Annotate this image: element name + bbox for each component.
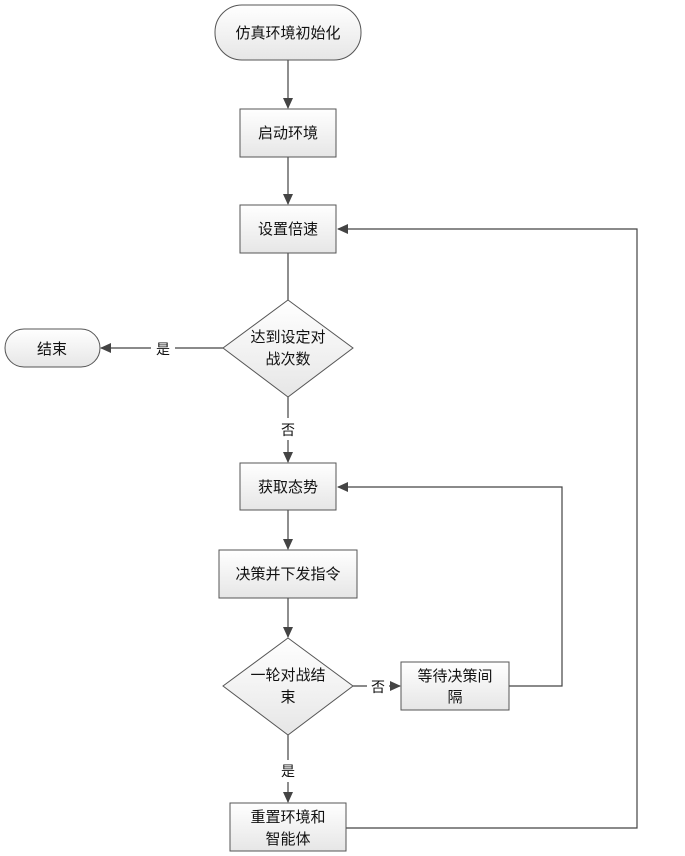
set-speed-label: 设置倍速 [258, 220, 318, 238]
reset-label-line2: 智能体 [265, 830, 310, 848]
edge-reset-to-speed [337, 224, 638, 829]
set-speed-process: 设置倍速 [239, 204, 337, 254]
round-over-label-line1: 一轮对战结 [250, 666, 325, 684]
start-terminal-label: 仿真环境初始化 [235, 24, 340, 42]
round-over-label-line2: 束 [280, 688, 295, 706]
edge-wait-to-getstate [337, 482, 563, 687]
start-env-process: 启动环境 [239, 108, 337, 158]
round-over-decision: 一轮对战结 束 [222, 637, 354, 736]
get-state-process: 获取态势 [239, 462, 337, 511]
decide-label: 决策并下发指令 [235, 565, 340, 583]
get-state-label: 获取态势 [258, 478, 318, 496]
end-terminal-label: 结束 [37, 340, 67, 358]
wait-interval-process: 等待决策间 隔 [400, 661, 510, 711]
edge-label-yes-reset: 是 [281, 764, 295, 780]
decide-process: 决策并下发指令 [218, 549, 358, 599]
edge-label-no-wait: 否 [371, 680, 385, 696]
edge-label-no-getstate: 否 [281, 423, 295, 439]
battle-count-label-line1: 达到设定对 [250, 328, 325, 346]
reset-label-line1: 重置环境和 [250, 808, 325, 826]
reset-process: 重置环境和 智能体 [229, 802, 347, 852]
wait-interval-label-line1: 等待决策间 [417, 667, 492, 685]
connectors [100, 60, 638, 829]
battle-count-decision: 达到设定对 战次数 [222, 299, 354, 398]
start-env-label: 启动环境 [258, 124, 318, 142]
edge-label-yes-end: 是 [156, 342, 170, 358]
wait-interval-label-line2: 隔 [447, 688, 462, 706]
battle-count-label-line2: 战次数 [265, 350, 310, 368]
end-terminal: 结束 [4, 328, 101, 368]
start-terminal: 仿真环境初始化 [214, 4, 362, 61]
